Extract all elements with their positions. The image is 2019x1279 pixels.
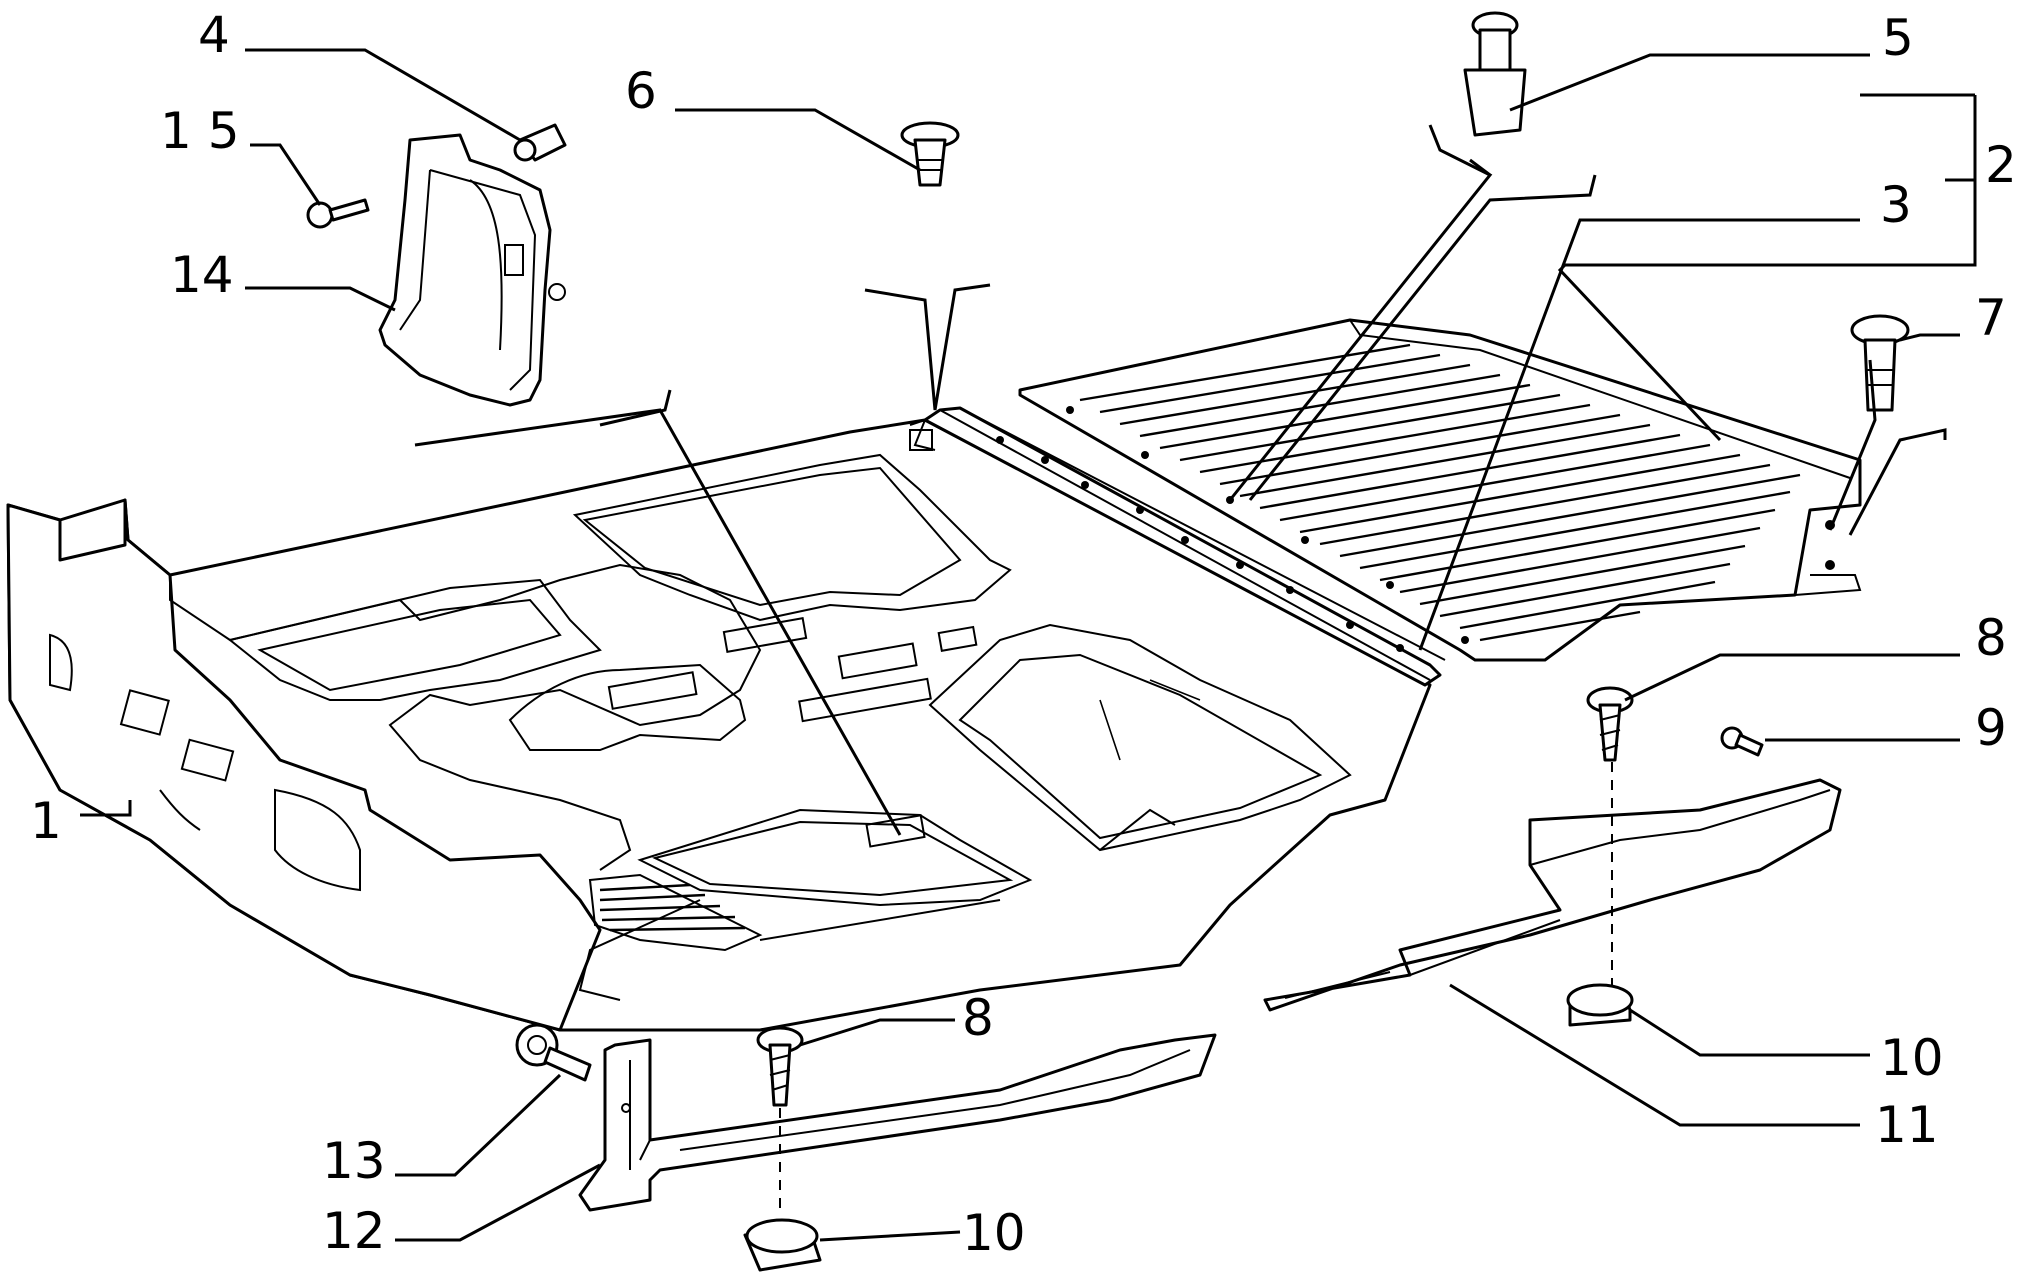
callout-12: 12 [322, 1202, 386, 1260]
callout-6: 6 [625, 62, 657, 120]
ribbed-area-front [599, 883, 746, 932]
part-14-side-panel [378, 133, 566, 407]
callout-10-right: 10 [1880, 1029, 1944, 1087]
part-15-screw [306, 198, 370, 229]
part-11-right-sill-trim [1263, 778, 1842, 1012]
leader-lines [80, 48, 1977, 1242]
part-4-clip [513, 123, 567, 162]
part-13-fastener [515, 1023, 592, 1082]
callout-5: 5 [1882, 9, 1914, 67]
ribbed-area-rear [1079, 343, 1801, 642]
part-10-grommet-left [743, 1218, 822, 1272]
part-8-screw-lower [756, 1026, 804, 1107]
callout-8-upper: 8 [1975, 609, 2007, 667]
callout-8-lower: 8 [962, 989, 994, 1047]
part-8-screw-upper [1586, 686, 1634, 762]
part-6-push-pin [900, 121, 960, 187]
part-9-screw [1720, 726, 1764, 757]
part-7-push-pin [1850, 314, 1910, 412]
part-12-left-sill-trim [578, 1033, 1217, 1212]
part-1-front-floor-mat [6, 418, 1432, 1032]
callout-labels: 4 1 5 14 6 5 2 3 7 8 9 10 11 8 10 13 12 … [30, 6, 2017, 1262]
callout-13: 13 [322, 1132, 386, 1190]
callout-4: 4 [198, 6, 230, 64]
strip-holes [996, 436, 1404, 652]
callout-10-left: 10 [962, 1204, 1026, 1262]
callout-3: 3 [1880, 176, 1912, 234]
part-2-rear-floor-mat [1018, 318, 1862, 662]
callout-15: 1 5 [160, 102, 240, 160]
callout-9: 9 [1975, 699, 2007, 757]
part-3-cross-strip [909, 406, 1446, 687]
part-10-grommet-right [1566, 983, 1634, 1027]
callout-7: 7 [1975, 289, 2007, 347]
callout-14: 14 [170, 246, 234, 304]
callout-2: 2 [1985, 136, 2017, 194]
callout-11: 11 [1875, 1096, 1939, 1154]
callout-1: 1 [30, 792, 62, 850]
part-5-expansion-clip [1463, 11, 1527, 137]
